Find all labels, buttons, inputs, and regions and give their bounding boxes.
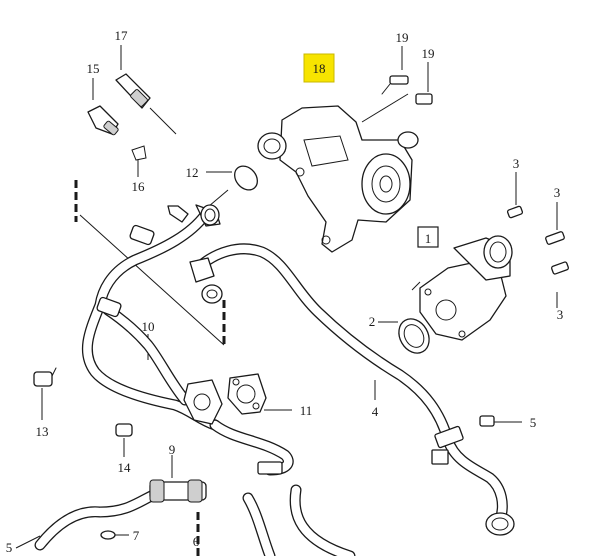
callout-16[interactable]: 16: [132, 179, 146, 194]
coolant-hose-4: [189, 243, 515, 536]
callout-5b[interactable]: 5: [6, 540, 13, 555]
bolt-19b: [415, 93, 433, 105]
clip-16: [131, 145, 147, 161]
callout-9[interactable]: 9: [169, 442, 176, 457]
callout-5a[interactable]: 5: [530, 415, 537, 430]
bolt-14: [115, 423, 133, 437]
gasket-2: [398, 318, 430, 354]
callout-19b[interactable]: 19: [422, 46, 435, 61]
callout-12[interactable]: 12: [186, 165, 199, 180]
callout-17[interactable]: 17: [115, 28, 129, 43]
bolt-3b: [545, 231, 565, 245]
callout-15[interactable]: 15: [87, 61, 100, 76]
thermostat-assembly-1: [419, 235, 513, 341]
callout-1[interactable]: 1: [425, 231, 432, 246]
connector-part-9: [149, 479, 207, 503]
thermostat-housing-18: [257, 105, 419, 253]
o-ring-12: [234, 165, 258, 191]
callout-6[interactable]: 6: [193, 534, 200, 549]
bolt-13: [33, 367, 57, 387]
callout-2[interactable]: 2: [369, 314, 376, 329]
bolts: [33, 75, 569, 540]
callout-19a[interactable]: 19: [396, 30, 409, 45]
dashed-cut-markers: [74, 180, 226, 556]
bolt-19a: [381, 75, 409, 95]
part-1-box: [417, 226, 439, 248]
hose-flange: [183, 379, 223, 425]
lower-hoses: [34, 419, 356, 556]
callout-10[interactable]: 10: [142, 319, 155, 334]
callout-7[interactable]: 7: [133, 528, 140, 543]
bolt-3c: [551, 261, 569, 275]
callout-11[interactable]: 11: [300, 403, 313, 418]
callout-14[interactable]: 14: [118, 460, 132, 475]
callout-4[interactable]: 4: [372, 404, 379, 419]
callout-3b[interactable]: 3: [554, 185, 561, 200]
callout-13[interactable]: 13: [36, 424, 49, 439]
callout-3a[interactable]: 3: [513, 156, 520, 171]
callout-labels: 1 2 3 3 3 4 5 5 6 7 9 10 11 12 13 14 15 …: [6, 28, 564, 555]
bolt-5: [479, 415, 495, 427]
callout-3c[interactable]: 3: [557, 307, 564, 322]
washer-7: [100, 530, 116, 540]
coolant-hose-10: [81, 204, 221, 431]
callout-18-highlight: [303, 53, 335, 83]
bolt-3a: [506, 205, 524, 219]
callout-18[interactable]: 18: [313, 61, 326, 76]
gasket-11: [227, 373, 267, 415]
temperature-sensor-15: [87, 105, 119, 136]
plug-17: [115, 73, 151, 109]
